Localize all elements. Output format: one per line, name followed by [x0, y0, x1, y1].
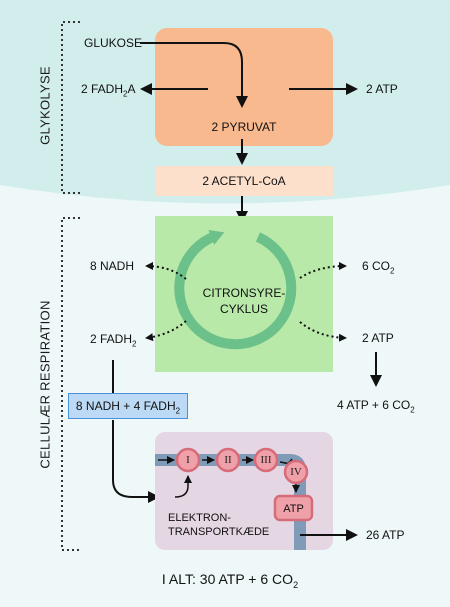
glycolysis-fadh-subscript: 2	[123, 89, 128, 99]
atp-synthase	[273, 494, 314, 522]
carrier-box-text: 8 NADH + 4 FADH	[75, 399, 176, 413]
respiration-bracket	[61, 217, 80, 551]
etc-atp-label: 26 ATP	[366, 528, 405, 542]
etc-label-line1: ELEKTRON-	[168, 512, 231, 524]
cycle-atp-label: 2 ATP	[362, 331, 394, 345]
glycolysis-atp-label: 2 ATP	[366, 82, 398, 96]
citric-cycle-label-line1: CITRONSYRE-	[202, 286, 286, 300]
atp-synthase-label: ATP	[283, 503, 304, 515]
glycolysis-section-label: GLYKOLYSE	[37, 66, 53, 145]
glycolysis-box	[155, 28, 333, 146]
complex-iii	[253, 447, 279, 473]
acetyl-coa-box	[155, 166, 333, 196]
glycolysis-fadh-label: 2 FADH2A	[81, 82, 135, 101]
cycle-sum-subscript: 2	[410, 405, 415, 415]
etc-label-line2: TRANSPORTKÆDE	[168, 526, 270, 538]
carrier-to-etc-arrow	[112, 420, 160, 503]
complex-i	[175, 447, 201, 473]
pyruvate-label: 2 PYRUVAT	[211, 120, 277, 134]
cycle-arrow	[174, 230, 297, 350]
glycolysis-fadh-tail: A	[127, 82, 136, 96]
complex-iii-label: III	[260, 454, 272, 466]
citric-cycle-label-line2: CYKLUS	[219, 302, 269, 316]
complex-iv-label: IV	[290, 466, 302, 478]
total-subscript: 2	[293, 579, 299, 590]
acetyl-coa-label: 2 ACETYL-CoA	[202, 174, 286, 188]
cycle-co2-subscript: 2	[390, 266, 395, 276]
fadh-dotted-arrow	[145, 320, 187, 342]
glucose-label: GLUKOSE	[84, 36, 143, 50]
complex-ii	[215, 447, 241, 473]
atp-dotted-arrow	[299, 321, 347, 342]
cycle-fadh-subscript: 2	[132, 339, 137, 349]
cycle-nadh-label: 8 NADH	[90, 259, 135, 273]
carrier-box	[68, 393, 188, 419]
cycle-co2-label: 6 CO2	[362, 259, 394, 278]
total-label: I ALT: 30 ATP + 6 CO2	[100, 572, 360, 592]
total-text: I ALT: 30 ATP + 6 CO	[161, 571, 294, 587]
carrier-up-arrow	[174, 475, 192, 498]
glycolysis-fadh-text: 2 FADH	[81, 82, 124, 96]
cycle-fadh-label: 2 FADH2	[90, 332, 136, 351]
complex-i-label: I	[186, 454, 190, 466]
cycle-co2-text: 6 CO	[362, 259, 391, 273]
cycle-sum-text: 4 ATP + 6 CO	[337, 398, 411, 412]
complex-iv	[283, 459, 309, 485]
respiration-section-label: CELLULÆR RESPIRATION	[37, 300, 53, 469]
cycle-fadh-text: 2 FADH	[90, 332, 133, 346]
glucose-arrow	[140, 42, 248, 108]
carrier-box-label: 8 NADH + 4 FADH2	[68, 399, 188, 418]
complex-ii-label: II	[224, 454, 232, 466]
cycle-sum-label: 4 ATP + 6 CO2	[337, 398, 415, 417]
carrier-box-subscript: 2	[175, 406, 181, 416]
nadh-dotted-arrow	[145, 262, 187, 280]
